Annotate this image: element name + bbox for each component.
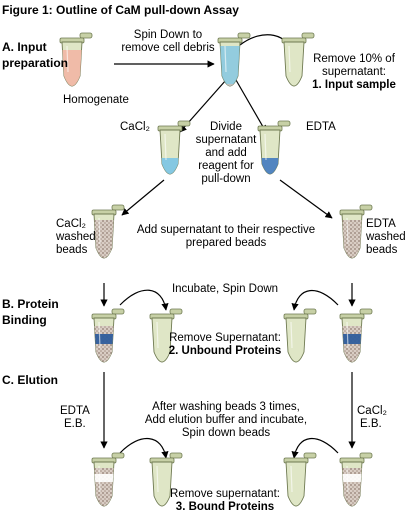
edta-top-label: EDTA xyxy=(306,121,336,133)
after-washing-line2: Add elution buffer and incubate, xyxy=(144,414,308,426)
divide-line1: Divide xyxy=(210,121,242,133)
cacl2-washed-line1: CaCl₂ xyxy=(56,218,87,230)
remove-supernatant-b: Remove Supernatant: xyxy=(169,332,281,344)
tube-bound-left xyxy=(149,452,183,507)
arrow-bound-right xyxy=(291,437,339,459)
tube-cacl2-pulldown xyxy=(157,120,191,175)
arrow-cacl2-to-beads xyxy=(121,179,165,216)
tube-edta-pulldown xyxy=(257,120,291,175)
tube-elution-right xyxy=(339,452,373,507)
flow-arrows xyxy=(100,34,356,459)
tube-unbound-right xyxy=(283,308,317,363)
tube-binding-right xyxy=(339,308,373,363)
cacl2-top-label: CaCl₂ xyxy=(120,121,151,133)
spin-down-line1: Spin Down to xyxy=(133,29,203,41)
homogenate-label: Homogenate xyxy=(63,94,129,106)
edta-eb-line1: EDTA xyxy=(60,405,90,417)
edta-washed-line1: EDTA xyxy=(366,218,396,230)
remove-10-line2: supernatant: xyxy=(322,66,386,78)
edta-washed-line3: beads xyxy=(366,244,398,256)
section-c: C. Elution xyxy=(2,373,58,387)
tube-cacl2-beads xyxy=(91,204,125,259)
arrow-edta-to-beads xyxy=(279,179,333,219)
arrow-split-edta xyxy=(235,79,267,133)
section-a-line1: A. Input xyxy=(2,40,47,54)
spin-down-line2: remove cell debris xyxy=(121,42,215,54)
cacl2-washed-line2: washed xyxy=(56,231,96,243)
section-a-line2: preparation xyxy=(2,56,69,70)
tube-binding-left xyxy=(91,308,125,363)
arrow-bound-left xyxy=(119,437,169,459)
after-washing-line1: After washing beads 3 times, xyxy=(152,401,300,413)
tube-spun xyxy=(217,32,251,87)
section-b-line1: B. Protein xyxy=(2,297,59,311)
tube-input-sample xyxy=(281,32,315,87)
remove-supernatant-c: Remove supernatant: xyxy=(170,488,280,500)
cacl2-eb-line2: E.B. xyxy=(360,418,382,430)
input-sample-label: 1. Input sample xyxy=(312,79,396,91)
tube-elution-left xyxy=(91,452,125,507)
edta-eb-line2: E.B. xyxy=(64,418,86,430)
add-supernatant-line1: Add supernatant to their respective xyxy=(136,224,316,236)
tube-edta-beads xyxy=(339,204,373,259)
figure-title: Figure 1: Outline of CaM pull-down Assay xyxy=(2,3,239,17)
section-b-line2: Binding xyxy=(2,313,47,327)
tube-unbound-left xyxy=(149,308,183,363)
divide-line5: pull-down xyxy=(201,173,251,185)
tube-homogenate xyxy=(59,32,93,87)
edta-washed-line2: washed xyxy=(366,231,405,243)
remove-10-line1: Remove 10% of xyxy=(313,53,395,65)
add-supernatant-line2: prepared beads xyxy=(185,237,267,249)
after-washing-line3: Spin down beads xyxy=(181,427,271,439)
divide-line3: and add xyxy=(205,147,247,159)
divide-line2: supernatant xyxy=(195,134,257,146)
cacl2-eb-line1: CaCl₂ xyxy=(357,405,388,417)
divide-line4: reagent for xyxy=(198,160,254,172)
tube-bound-right xyxy=(283,452,317,507)
unbound-proteins-label: 2. Unbound Proteins xyxy=(168,345,282,357)
arrow-unbound-right xyxy=(291,289,339,311)
incubate-label: Incubate, Spin Down xyxy=(171,283,279,295)
bound-proteins-label: 3. Bound Proteins xyxy=(175,501,275,513)
cacl2-washed-line3: beads xyxy=(56,244,88,256)
tubes xyxy=(59,32,373,507)
arrow-unbound-left xyxy=(119,289,169,311)
